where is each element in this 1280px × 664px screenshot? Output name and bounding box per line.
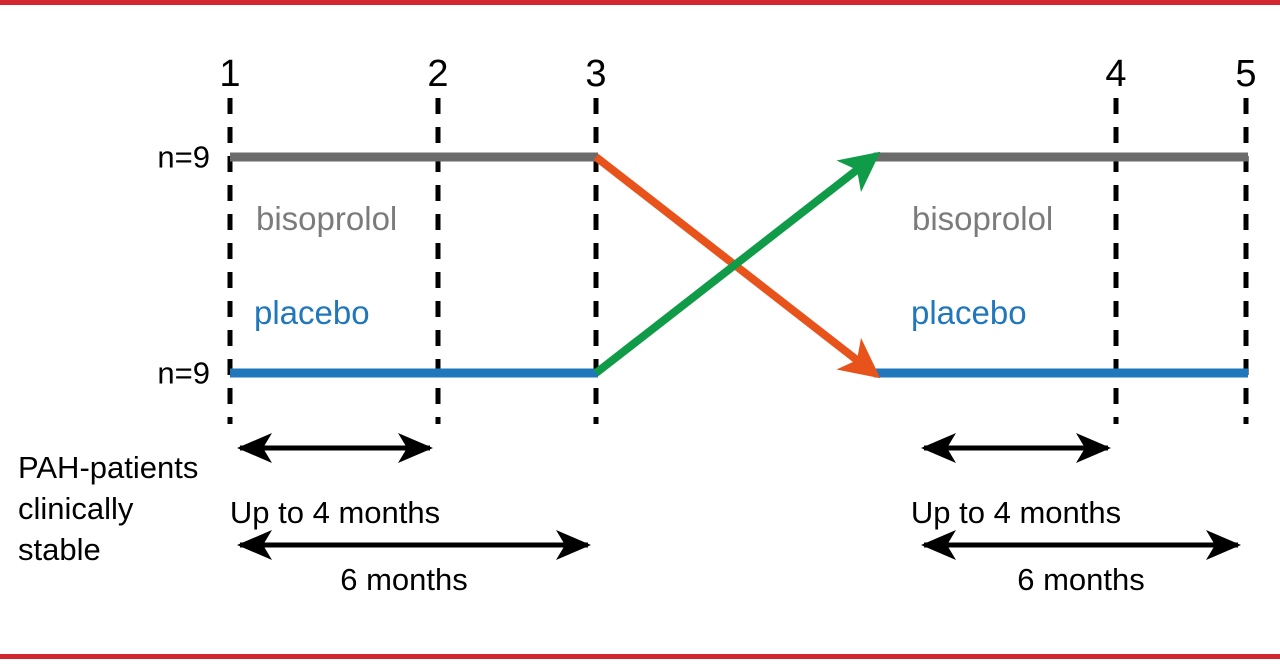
crossover-arrow-bisoprolol-to-placebo [593, 153, 881, 379]
span-caption-titration-left: Up to 4 months [229, 495, 441, 530]
span-caption-total-right: 6 months [1017, 562, 1145, 597]
placebo-n-label: n=9 [157, 355, 210, 391]
enrollment-line-1: PAH-patients [18, 450, 199, 485]
timepoint-label-5: 5 [1235, 53, 1257, 95]
bisoprolol-label-right: bisoprolol [912, 200, 1054, 237]
period-span-arrows [236, 433, 1241, 560]
placebo-label-left: placebo [254, 294, 370, 331]
bisoprolol-label-left: bisoprolol [256, 200, 398, 237]
top-rule-divider [0, 0, 1280, 5]
arm-bars [230, 152, 1248, 378]
timepoint-label-2: 2 [427, 53, 449, 95]
timepoint-label-1: 1 [219, 53, 241, 95]
timepoint-label-3: 3 [585, 53, 607, 95]
enrollment-line-2: clinically [18, 490, 134, 526]
enrollment-line-3: stable [18, 531, 101, 567]
crossover-arrows [593, 151, 881, 379]
span-caption-total-left: 6 months [340, 562, 468, 597]
crossover-arrow-placebo-to-bisoprolol [593, 151, 881, 377]
bisoprolol-n-label: n=9 [157, 139, 210, 175]
timepoint-label-4: 4 [1105, 53, 1127, 95]
span-caption-titration-right: Up to 4 months [910, 495, 1122, 530]
bottom-rule-divider [0, 654, 1280, 659]
placebo-label-right: placebo [911, 294, 1027, 331]
enrollment-criteria-text: PAH-patients clinically stable [18, 448, 198, 571]
